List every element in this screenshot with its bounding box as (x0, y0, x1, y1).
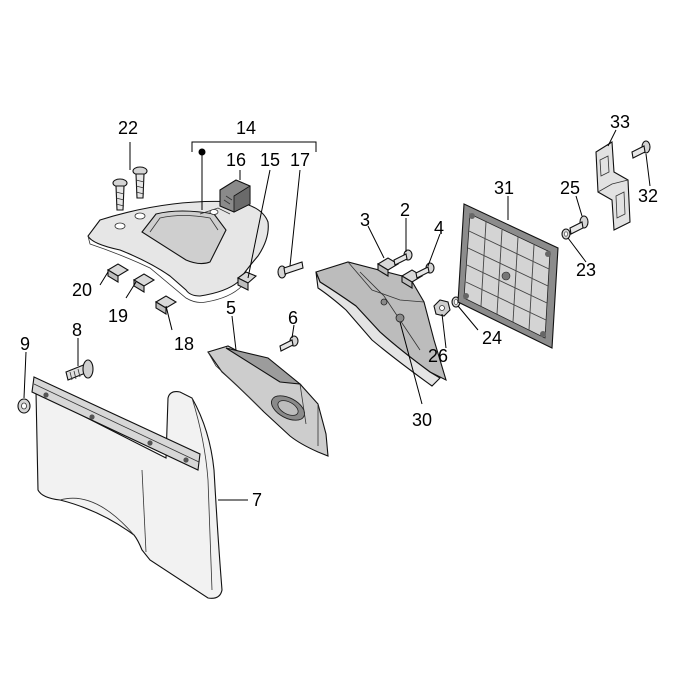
callout-15: 15 (260, 150, 280, 170)
callout-26: 26 (428, 346, 448, 366)
clip-nuts-parts-18-19-20 (106, 263, 178, 315)
license-plate-grid-part-31 (457, 203, 559, 349)
callout-4: 4 (434, 218, 444, 238)
bolt-part-8 (65, 359, 94, 381)
callout-31: 31 (494, 178, 514, 198)
callout-labels: 22 14 16 15 17 20 19 18 9 8 7 5 6 3 2 4 … (20, 112, 658, 510)
connector-part-16 (219, 179, 251, 213)
rear-tray-part-14 (87, 200, 269, 303)
screw-part-6 (279, 335, 299, 352)
callout-33: 33 (610, 112, 630, 132)
rivet-part-17 (277, 261, 304, 279)
plate-holder-part-30 (315, 261, 447, 387)
callout-7: 7 (252, 490, 262, 510)
callout-22: 22 (118, 118, 138, 138)
screw-washer-parts-23-25 (561, 215, 589, 240)
bracket-panel-part-5 (207, 345, 329, 457)
mud-flap-part-7 (31, 376, 223, 599)
hardware-parts-2-3-4 (376, 249, 435, 289)
callout-3: 3 (360, 210, 370, 230)
callout-5: 5 (226, 298, 236, 318)
callout-23: 23 (576, 260, 596, 280)
callout-16: 16 (226, 150, 246, 170)
z-bracket-part-33 (595, 141, 631, 231)
callout-32: 32 (638, 186, 658, 206)
callout-20: 20 (72, 280, 92, 300)
callout-30: 30 (412, 410, 432, 430)
callout-25: 25 (560, 178, 580, 198)
screws-part-22 (112, 166, 148, 211)
callout-6: 6 (288, 308, 298, 328)
callout-8: 8 (72, 320, 82, 340)
nut-part-15 (236, 271, 258, 291)
callout-19: 19 (108, 306, 128, 326)
callout-24: 24 (482, 328, 502, 348)
leader-lines (23, 129, 651, 501)
callout-2: 2 (400, 200, 410, 220)
callout-9: 9 (20, 334, 30, 354)
callout-14: 14 (236, 118, 256, 138)
callout-17: 17 (290, 150, 310, 170)
nut-washer-parts-24-26 (433, 296, 461, 317)
screw-part-32 (631, 140, 651, 159)
washer-part-9 (17, 398, 31, 414)
callout-18: 18 (174, 334, 194, 354)
